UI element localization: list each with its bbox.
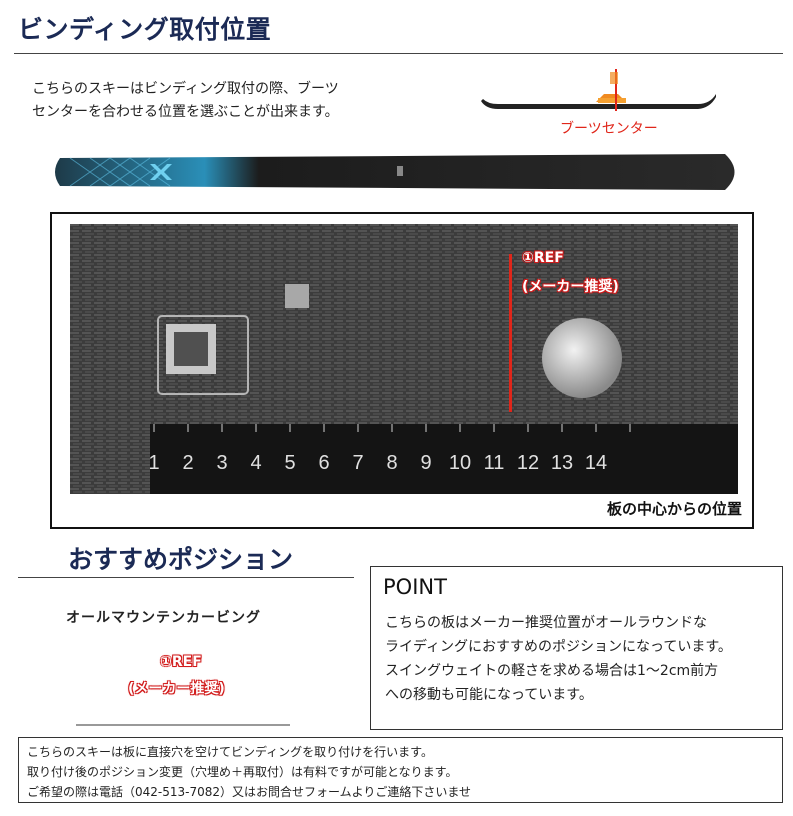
ruler-body	[150, 424, 738, 494]
ref-position-line	[509, 254, 512, 412]
ruler-number: 7	[352, 452, 363, 474]
point-title: POINT	[383, 575, 447, 599]
ski-side-diagram	[481, 69, 716, 111]
notice-line-1: こちらのスキーは板に直接穴を空けてビンディングを取り付けを行います。	[27, 745, 433, 759]
ruler-number: 3	[216, 452, 227, 474]
ruler-number: 13	[551, 452, 573, 474]
recommend-divider	[18, 577, 354, 578]
notice-line-2: 取り付け後のポジション変更（穴埋め＋再取付）は有料ですが可能となります。	[27, 765, 458, 779]
page-title: ビンディング取付位置	[18, 15, 272, 44]
notice-line-3: ご希望の際は電話（042-513-7082）又はお問合せフォームよりご連絡下さい…	[27, 785, 472, 799]
ruler-number: 6	[318, 452, 329, 474]
recommend-ref-label: ①REF	[160, 654, 202, 670]
ruler-number: 5	[284, 452, 295, 474]
ref-marker-sublabel: (メーカー推奨)	[522, 279, 619, 295]
boot-center-marker	[615, 69, 617, 111]
ski-body	[55, 154, 735, 190]
binding-toe-icon	[610, 72, 618, 84]
binding-base	[598, 98, 626, 103]
ruler-number: 11	[484, 452, 505, 474]
ruler-number: 9	[420, 452, 431, 474]
recommend-bottom-divider	[76, 724, 290, 726]
ski-top-view	[55, 154, 735, 190]
ski-side-profile	[481, 94, 716, 109]
ruler-number: 8	[386, 452, 397, 474]
point-text: こちらの板はメーカー推奨位置がオールラウンドな ライディングにおすすめのポジショ…	[385, 611, 777, 707]
qr-frame	[157, 315, 249, 395]
ski-pattern	[69, 157, 171, 187]
intro-text: こちらのスキーはビンディング取付の際、ブーツ センターを合わせる位置を選ぶことが…	[32, 78, 402, 124]
point-line-2: ライディングにおすすめのポジションになっています。	[385, 639, 732, 655]
ref-marker-label: ①REF	[522, 250, 564, 266]
ruler-number: 4	[250, 452, 261, 474]
notice-box: こちらのスキーは板に直接穴を空けてビンディングを取り付けを行います。 取り付け後…	[18, 737, 783, 803]
round-sticker	[542, 318, 622, 398]
intro-line-2: センターを合わせる位置を選ぶことが出来ます。	[32, 104, 339, 120]
point-box: POINT こちらの板はメーカー推奨位置がオールラウンドな ライディングにおすす…	[370, 566, 783, 730]
recommend-item-label: オールマウンテンカービング	[66, 610, 261, 626]
ruler-ticks	[153, 424, 631, 432]
ruler-number: 10	[449, 452, 471, 474]
recommend-title: おすすめポジション	[68, 545, 294, 574]
ruler-number: 2	[182, 452, 193, 474]
intro-line-1: こちらのスキーはビンディング取付の際、ブーツ	[32, 81, 339, 97]
spec-sticker	[285, 284, 309, 308]
boot-center-label: ブーツセンター	[560, 121, 658, 137]
qr-inner	[174, 332, 208, 366]
point-line-1: こちらの板はメーカー推奨位置がオールラウンドな	[385, 615, 707, 631]
ski-center-plate	[397, 166, 403, 176]
photo-caption: 板の中心からの位置	[602, 496, 746, 521]
ruler-number: 14	[585, 452, 607, 474]
point-line-3: スイングウェイトの軽さを求める場合は1～2cm前方	[385, 663, 719, 679]
title-divider	[14, 53, 783, 54]
point-line-4: への移動も可能になっています。	[385, 687, 593, 703]
ruler-number: 12	[517, 452, 539, 474]
ski-logo-icon	[150, 164, 172, 180]
ruler-number: 1	[148, 452, 159, 474]
recommend-ref-sublabel: (メーカー推奨)	[128, 681, 225, 697]
